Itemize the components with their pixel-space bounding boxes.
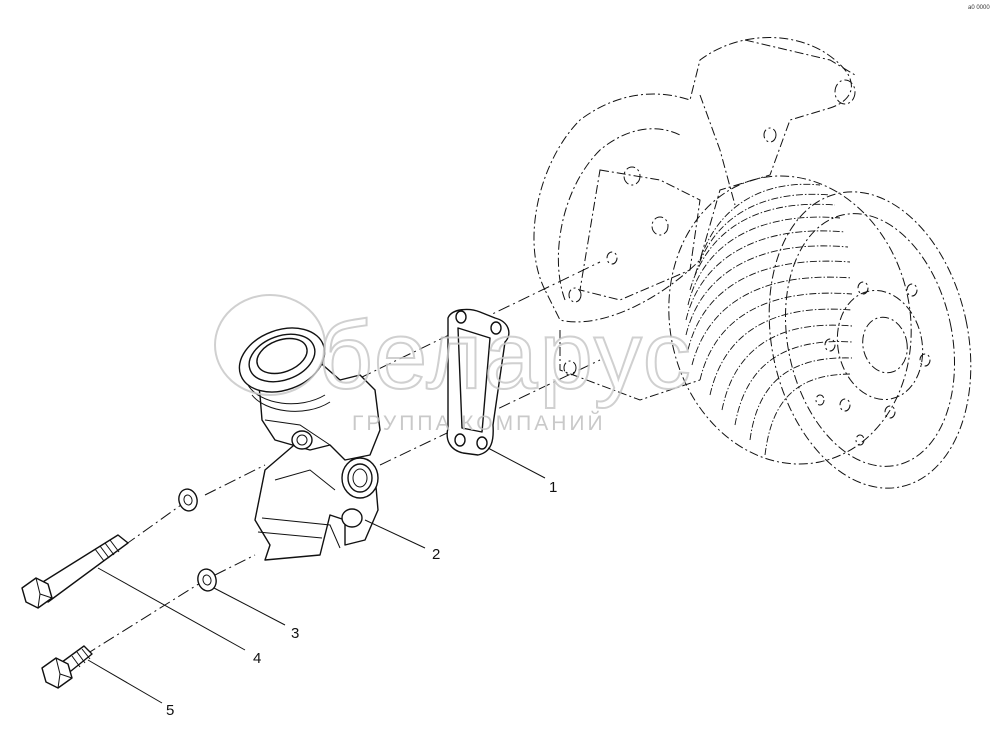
short-bolt: [41, 645, 93, 689]
pump-pulley: [668, 175, 972, 489]
watermark: беларус ГРУППА КОМПАНИЙ: [214, 294, 693, 435]
callout-4: 4: [253, 650, 261, 667]
watermark-logo-ring: [214, 294, 326, 396]
water-outlet-elbow: [238, 327, 381, 561]
washer-upper: [178, 488, 198, 512]
watermark-brand: беларус: [318, 302, 693, 409]
callout-5: 5: [166, 702, 174, 719]
water-pump-assembly: [533, 37, 972, 489]
washer-lower: [197, 568, 217, 592]
callout-3: 3: [291, 625, 299, 642]
gasket: [446, 308, 510, 456]
watermark-tagline: ГРУППА КОМПАНИЙ: [352, 411, 606, 435]
corner-mark: a0 0000: [968, 5, 990, 11]
long-bolt: [21, 534, 129, 609]
callout-1: 1: [549, 479, 557, 496]
callout-2: 2: [432, 546, 440, 563]
callout-labels: 1 2 3 4 5: [166, 479, 557, 719]
leader-lines: [87, 447, 546, 704]
